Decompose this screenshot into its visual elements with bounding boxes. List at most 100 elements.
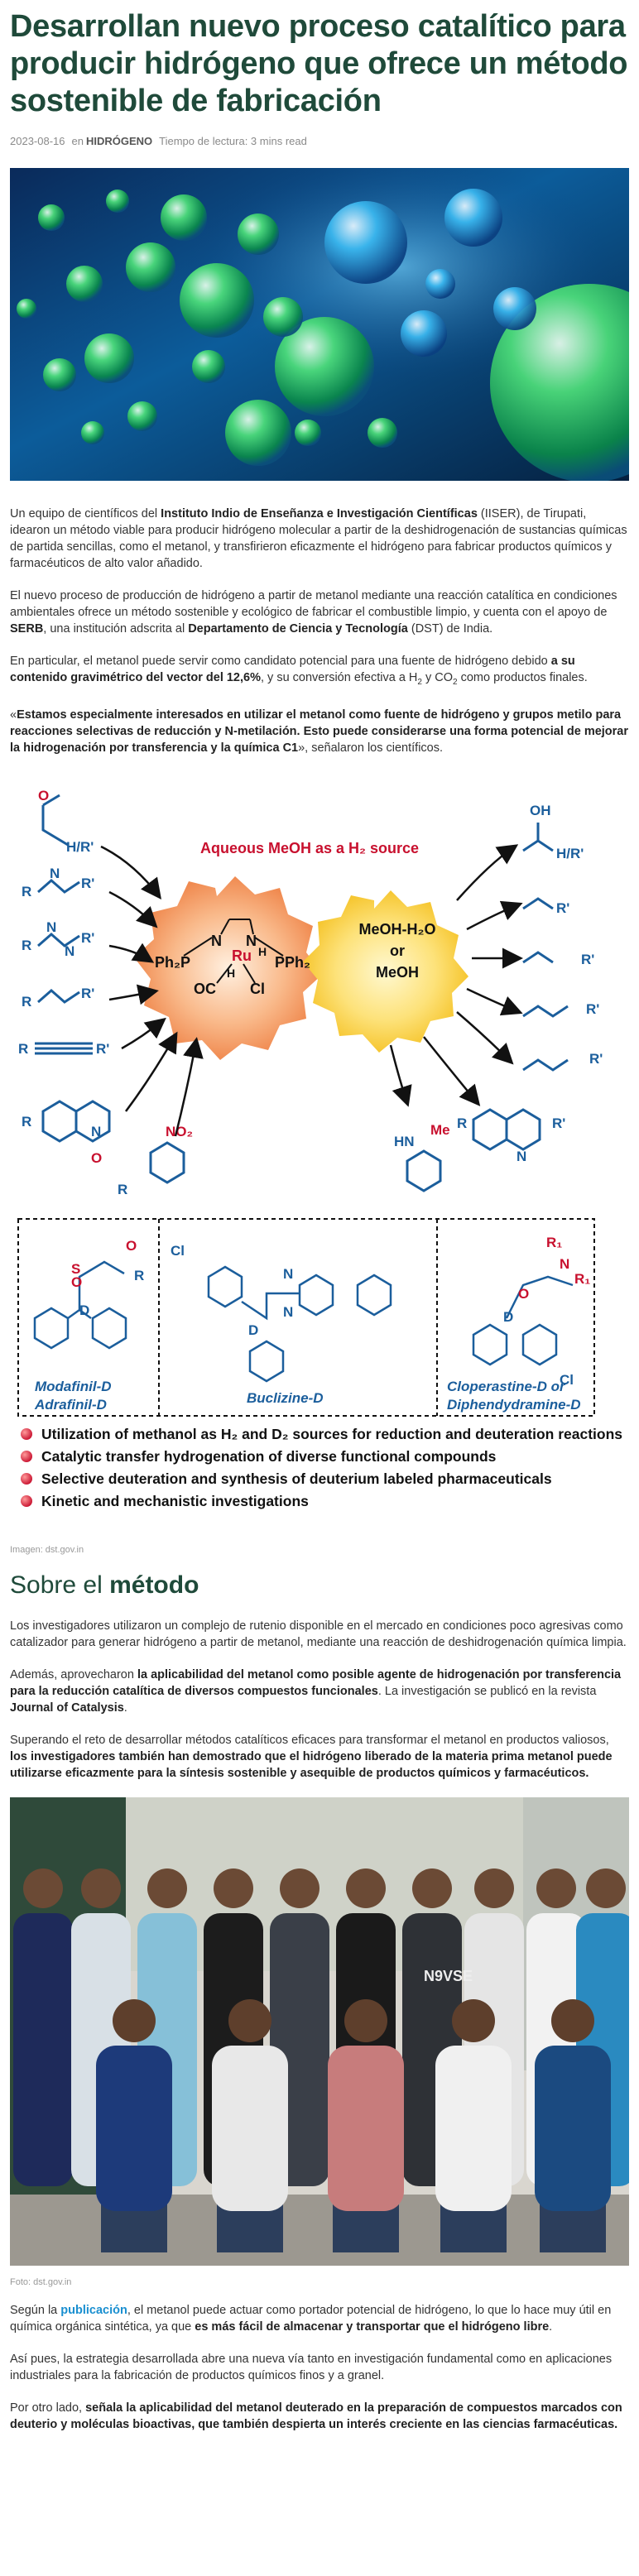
bubble — [295, 420, 321, 446]
svg-text:R: R — [22, 938, 31, 953]
svg-text:N: N — [560, 1256, 569, 1272]
figure-bullets: Utilization of methanol as H₂ and D₂ sou… — [21, 1426, 622, 1509]
svg-text:R': R' — [552, 1115, 565, 1131]
svg-text:Adrafinil-D: Adrafinil-D — [34, 1397, 107, 1413]
svg-text:PPh₂: PPh₂ — [275, 954, 310, 971]
svg-text:R: R — [134, 1268, 144, 1283]
paragraph-2: El nuevo proceso de producción de hidróg… — [10, 589, 617, 636]
person-head — [214, 1868, 253, 1908]
person-body — [435, 2045, 512, 2211]
paragraph-10: Por otro lado, señala la aplicabilidad d… — [10, 2401, 622, 2431]
person-head — [536, 1868, 576, 1908]
figure-caption: Imagen: dst.gov.in — [10, 1544, 84, 1555]
photo-caption: Foto: dst.gov.in — [10, 2276, 72, 2287]
article-body: Un equipo de científicos del Instituto I… — [10, 506, 629, 756]
paragraph-8: Según la publicación, el metanol puede a… — [10, 2303, 612, 2334]
svg-text:R: R — [457, 1115, 467, 1131]
article-date: 2023-08-16 — [10, 135, 65, 147]
bubble — [84, 333, 134, 383]
person-head — [474, 1868, 514, 1908]
svg-text:D: D — [503, 1309, 513, 1325]
svg-text:Me: Me — [430, 1122, 450, 1138]
svg-text:R: R — [18, 1041, 28, 1057]
svg-text:NO₂: NO₂ — [166, 1124, 193, 1139]
svg-text:R: R — [22, 994, 31, 1010]
svg-text:O: O — [91, 1150, 102, 1166]
svg-text:N: N — [91, 1124, 101, 1139]
publication-link[interactable]: publicación — [60, 2303, 127, 2317]
aqueous-label: Aqueous MeOH as a H₂ source — [200, 840, 419, 856]
bubble — [275, 317, 374, 416]
drug-names: Modafinil-D Adrafinil-D Buclizine-D Clop… — [34, 1379, 581, 1413]
svg-text:Utilization of methanol as H₂: Utilization of methanol as H₂ and D₂ sou… — [41, 1426, 622, 1442]
svg-text:Modafinil-D: Modafinil-D — [35, 1379, 112, 1394]
svg-text:O: O — [126, 1238, 137, 1254]
svg-text:R₁: R₁ — [574, 1271, 590, 1287]
bubble — [161, 194, 207, 241]
person-body — [13, 1912, 73, 2186]
hero-image — [10, 168, 629, 481]
svg-text:H: H — [258, 945, 267, 958]
svg-text:O: O — [38, 788, 49, 804]
svg-text:Diphendydramine-D: Diphendydramine-D — [447, 1397, 581, 1413]
article-page: Desarrollan nuevo proceso catalítico par… — [10, 9, 629, 2431]
bubble — [192, 350, 225, 383]
svg-text:Selective deuteration and synt: Selective deuteration and synthesis of d… — [41, 1470, 552, 1487]
ru-complex: N N H Ru Ph₂P PPh₂ OC Cl H — [155, 918, 310, 997]
drug-structures — [33, 1260, 574, 1383]
shirt-text: N9VSE — [424, 1968, 473, 1984]
svg-text:N: N — [246, 933, 257, 949]
svg-text:D: D — [248, 1322, 258, 1338]
person-body — [212, 2045, 288, 2211]
bubble — [493, 287, 536, 330]
methanol-gear — [303, 890, 468, 1053]
svg-text:R': R' — [586, 1001, 599, 1017]
svg-text:OC: OC — [194, 981, 216, 997]
category-link[interactable]: HIDRÓGENO — [85, 135, 153, 147]
svg-text:Kinetic and mechanistic invest: Kinetic and mechanistic investigations — [41, 1493, 309, 1509]
paragraph-9: Así pues, la estrategia desarrollada abr… — [10, 2352, 613, 2382]
svg-text:Cl: Cl — [171, 1243, 185, 1259]
person-head — [228, 1998, 271, 2042]
svg-text:R': R' — [556, 900, 569, 916]
reaction-scheme: Aqueous MeOH as a H₂ source N N H Ru Ph₂… — [17, 788, 622, 1509]
left-substrate-labels: O H/R' R N R' R N N R' R R' R R' R N O N… — [18, 788, 193, 1197]
svg-text:Cloperastine-D or: Cloperastine-D or — [447, 1379, 566, 1394]
svg-text:N: N — [283, 1266, 293, 1282]
svg-text:Buclizine-D: Buclizine-D — [247, 1390, 324, 1406]
person-head — [81, 1868, 121, 1908]
person-head — [113, 1998, 156, 2042]
svg-text:R: R — [118, 1182, 127, 1197]
person-head — [412, 1868, 452, 1908]
svg-text:R': R' — [81, 986, 94, 1001]
bubble — [17, 299, 36, 319]
bubble — [180, 263, 254, 338]
drug-atoms: S O O R D Cl D N N D O N R₁ R₁ Cl — [71, 1235, 590, 1388]
svg-text:R₁: R₁ — [546, 1235, 562, 1250]
person-head — [147, 1868, 187, 1908]
person-head — [346, 1868, 386, 1908]
person-head — [586, 1868, 626, 1908]
person-head — [280, 1868, 320, 1908]
svg-text:N: N — [50, 866, 60, 881]
bubble — [127, 401, 157, 431]
svg-text:R': R' — [81, 875, 94, 891]
bubble — [368, 418, 397, 448]
bubble — [324, 201, 407, 284]
svg-text:Ru: Ru — [232, 947, 252, 964]
methanol-label: MeOH-H₂O or MeOH — [359, 921, 436, 981]
paragraph-4-quote: «Estamos especialmente interesados en ut… — [10, 708, 629, 755]
svg-text:OH: OH — [530, 803, 551, 818]
svg-text:R: R — [22, 1114, 31, 1130]
left-arrows — [100, 845, 204, 1137]
section-heading: Sobre el método — [10, 1571, 199, 1599]
svg-text:HN: HN — [394, 1134, 415, 1149]
bubble — [444, 189, 502, 247]
svg-text:O: O — [518, 1286, 529, 1302]
svg-text:MeOH: MeOH — [376, 964, 419, 981]
svg-text:Cl: Cl — [560, 1372, 574, 1388]
bubbles-illustration — [10, 168, 629, 481]
paragraph-1: Un equipo de científicos del Instituto I… — [10, 507, 627, 570]
svg-text:R: R — [22, 884, 31, 899]
